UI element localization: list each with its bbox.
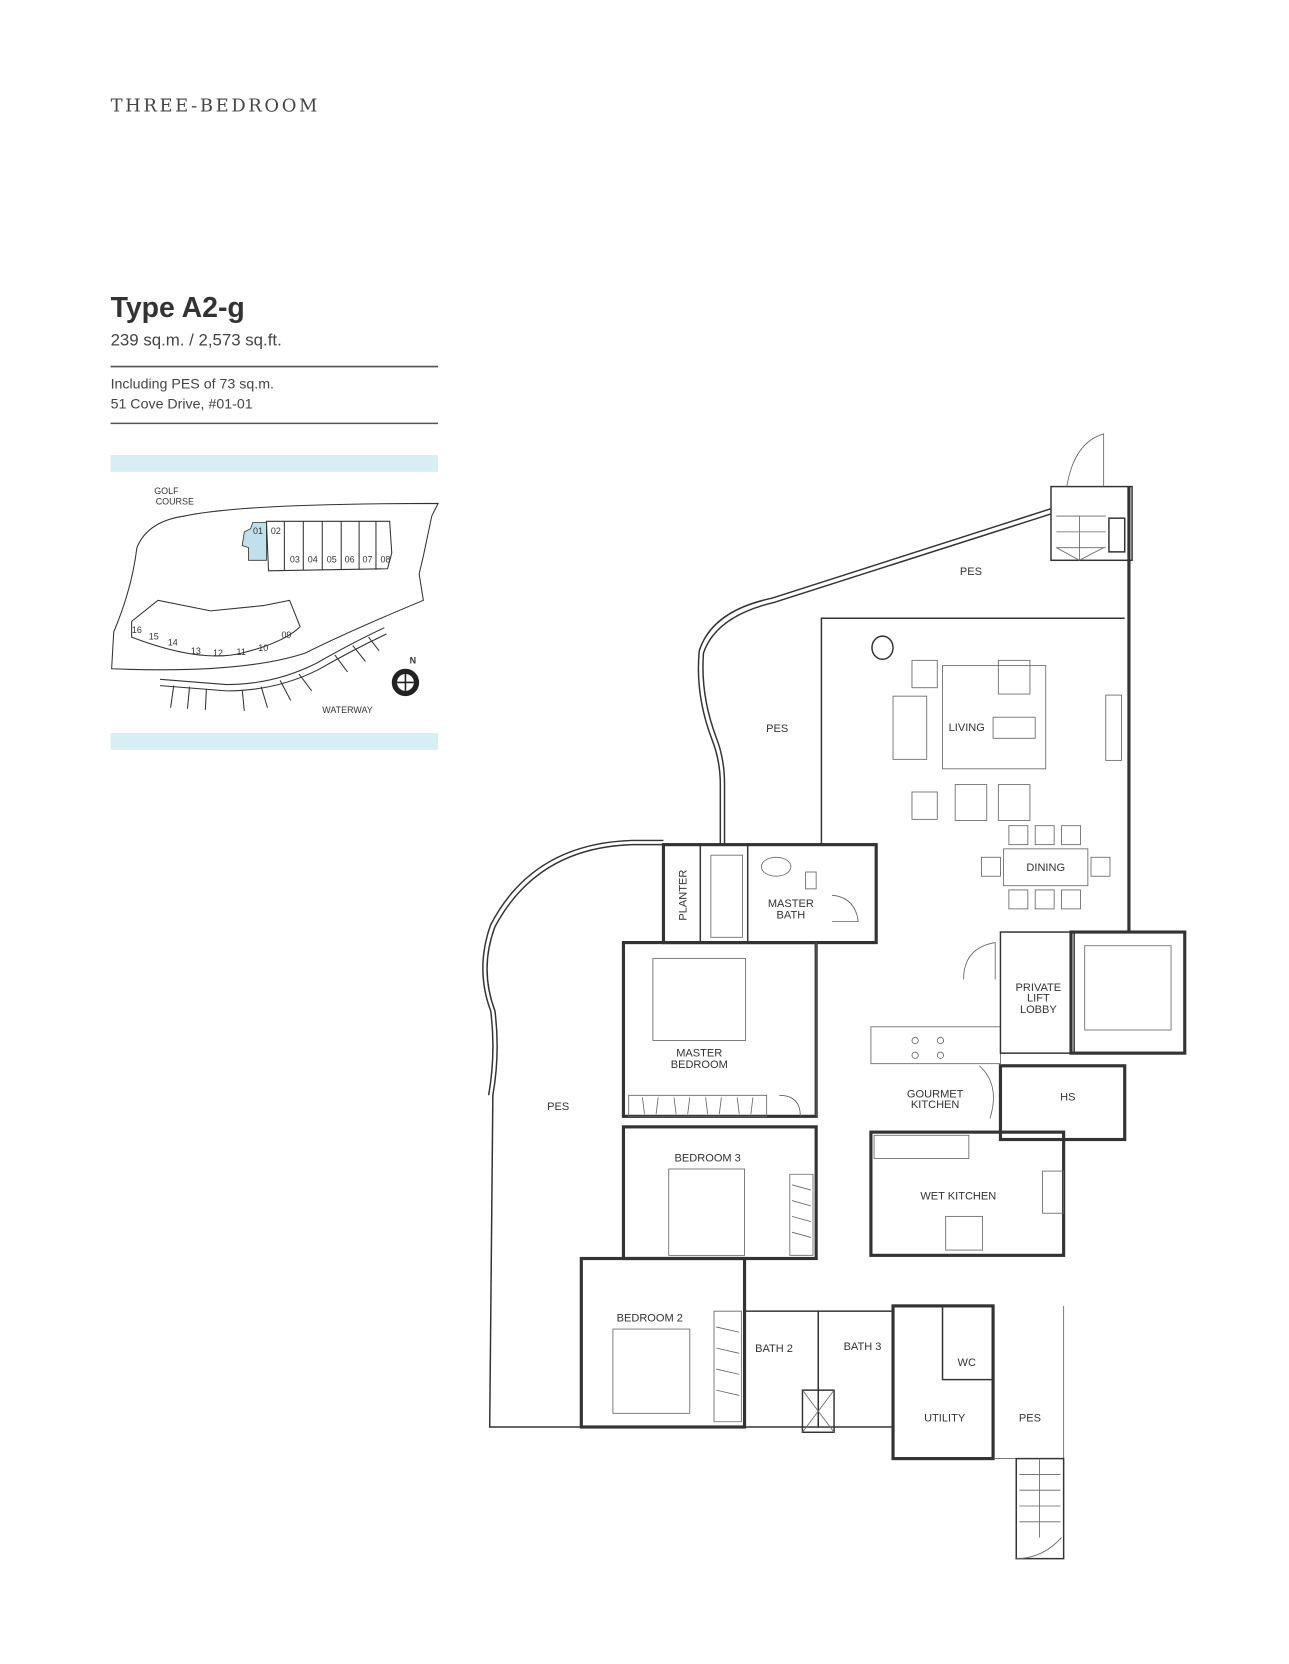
column xyxy=(871,635,894,661)
master-wardrobe xyxy=(628,1094,768,1117)
bedroom2-bed xyxy=(612,1328,691,1414)
bathtub xyxy=(710,854,743,938)
golf-course-label: GOLF xyxy=(154,486,179,496)
unit-03: 03 xyxy=(290,554,300,564)
unit-15: 15 xyxy=(149,631,159,641)
section-title: THREE-BEDROOM xyxy=(111,96,320,117)
wc-walls xyxy=(941,1305,994,1381)
lift-lobby-walls xyxy=(999,931,1075,1054)
unit-01: 01 xyxy=(253,526,263,536)
label-gourmet-2: KITCHEN xyxy=(911,1099,960,1111)
shaft xyxy=(801,1389,835,1434)
key-plan-band-top xyxy=(110,454,439,472)
label-master-bedroom-2: BEDROOM xyxy=(671,1059,728,1071)
bedroom3-wardrobe xyxy=(789,1173,814,1256)
master-bedroom-walls xyxy=(621,940,818,1118)
master-bath-block xyxy=(661,843,878,945)
pes-left-wall-inner xyxy=(482,839,664,1096)
label-private-lift-1: PRIVATE xyxy=(1016,982,1062,994)
unit-02: 02 xyxy=(271,526,281,536)
label-utility: UTILITY xyxy=(924,1413,966,1425)
label-private-lift-2: LIFT xyxy=(1027,993,1050,1005)
unit-01-highlight xyxy=(241,521,267,561)
living-furniture xyxy=(892,659,1122,821)
top-unit-dividers xyxy=(283,521,377,571)
unit-16: 16 xyxy=(132,625,142,635)
jetties xyxy=(170,636,380,711)
bedroom3-bed xyxy=(668,1168,745,1256)
label-planter: PLANTER xyxy=(678,870,690,921)
bath2-walls xyxy=(743,1310,819,1428)
living-wall xyxy=(820,617,1125,845)
pes-note: Including PES of 73 sq.m. xyxy=(111,377,274,393)
unit-12: 12 xyxy=(213,648,223,658)
unit-05: 05 xyxy=(327,554,337,564)
master-bed xyxy=(652,957,747,1041)
bedroom2-wardrobe xyxy=(713,1310,742,1423)
waterway-label: WATERWAY xyxy=(322,705,373,715)
label-pes-left-upper: PES xyxy=(766,723,788,735)
label-gourmet-1: GOURMET xyxy=(907,1088,964,1100)
pes-upper-wall-inner xyxy=(697,507,1052,845)
key-plan: GOLF COURSE 01 02 03 04 05 06 07 08 16 1… xyxy=(110,454,439,750)
master-bath-toilet xyxy=(805,871,817,890)
golf-course-label-2: COURSE xyxy=(156,496,194,506)
unit-11: 11 xyxy=(237,647,246,657)
label-pes-top: PES xyxy=(960,566,982,578)
bedroom3-walls xyxy=(621,1125,818,1261)
north-label: N xyxy=(410,656,416,666)
top-block xyxy=(265,520,393,572)
unit-06: 06 xyxy=(345,554,355,564)
kitchen-island xyxy=(870,1026,1001,1065)
label-bath3: BATH 3 xyxy=(844,1341,882,1353)
unit-10: 10 xyxy=(258,643,268,653)
unit-07: 07 xyxy=(363,554,373,564)
label-hs: HS xyxy=(1060,1092,1075,1104)
pes-upper-wall xyxy=(702,513,1052,845)
floor-plan: PES PES LIVING DINING PLANTER MASTER BAT… xyxy=(482,433,1187,1560)
dining-table xyxy=(981,825,1111,910)
sink xyxy=(760,856,792,877)
unit-09: 09 xyxy=(281,630,291,640)
boardwalk xyxy=(160,627,387,692)
unit-address: 51 Cove Drive, #01-01 xyxy=(111,397,253,413)
bottom-block xyxy=(131,599,301,657)
north-compass-icon: N xyxy=(391,656,420,697)
unit-type-title: Type A2-g xyxy=(111,292,245,324)
label-wc: WC xyxy=(958,1357,976,1369)
stair-top xyxy=(1050,433,1133,562)
bedroom2-walls xyxy=(579,1256,747,1429)
label-bedroom3: BEDROOM 3 xyxy=(675,1153,741,1165)
label-bath2: BATH 2 xyxy=(755,1343,793,1355)
label-pes-bottom: PES xyxy=(1019,1413,1041,1425)
label-master-bath-1: MASTER xyxy=(768,898,814,910)
unit-14: 14 xyxy=(168,638,178,648)
stair-bottom xyxy=(1015,1457,1065,1560)
unit-area: 239 sq.m. / 2,573 sq.ft. xyxy=(111,330,282,349)
unit-08: 08 xyxy=(380,554,390,564)
label-master-bedroom-1: MASTER xyxy=(676,1047,722,1059)
label-bedroom2: BEDROOM 2 xyxy=(617,1313,683,1325)
site-boundary xyxy=(111,502,439,671)
label-pes-left: PES xyxy=(547,1101,569,1113)
pes-left-wall xyxy=(486,843,664,1428)
unit-13: 13 xyxy=(191,646,201,656)
bath3-walls xyxy=(817,1310,894,1428)
label-living: LIVING xyxy=(949,722,985,734)
key-plan-band-bottom xyxy=(110,733,439,750)
label-master-bath-2: BATH xyxy=(777,909,806,921)
label-wet-kitchen: WET KITCHEN xyxy=(920,1191,996,1203)
label-private-lift-3: LOBBY xyxy=(1020,1004,1057,1016)
lift-shaft xyxy=(1069,930,1187,1055)
label-dining: DINING xyxy=(1026,862,1065,874)
unit-04: 04 xyxy=(308,554,318,564)
